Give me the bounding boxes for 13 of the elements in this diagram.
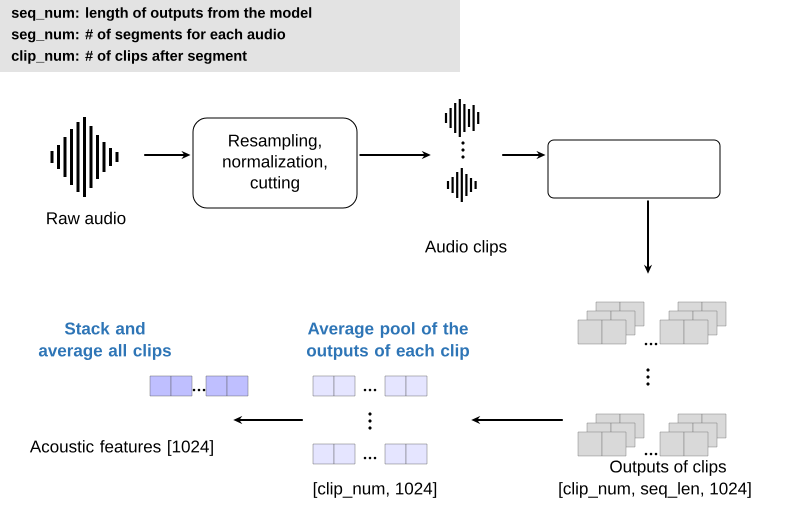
note-text: seq_num: length of outputs from the model [12,7,312,21]
caption-text: Raw audio [47,212,126,224]
note-text: clip_num: # of clips after segment [12,50,247,64]
shape-text: [clip_num, 1024] [314,482,436,498]
process-box: Resampling, normalization, cutting [192,118,358,208]
heading: Stack and average all clips [38,322,171,360]
model-box [548,140,720,198]
caption-text: Acoustic features [1024] [30,440,213,456]
caption-text: Outputs of clips [610,460,726,476]
note-text: seg_num: # of segments for each audio [12,28,286,42]
caption-text: Audio clips [424,240,506,256]
heading: Average pool of the outputs of each clip [306,322,469,360]
shape-text: [clip_num, seq_len, 1024] [559,482,751,498]
